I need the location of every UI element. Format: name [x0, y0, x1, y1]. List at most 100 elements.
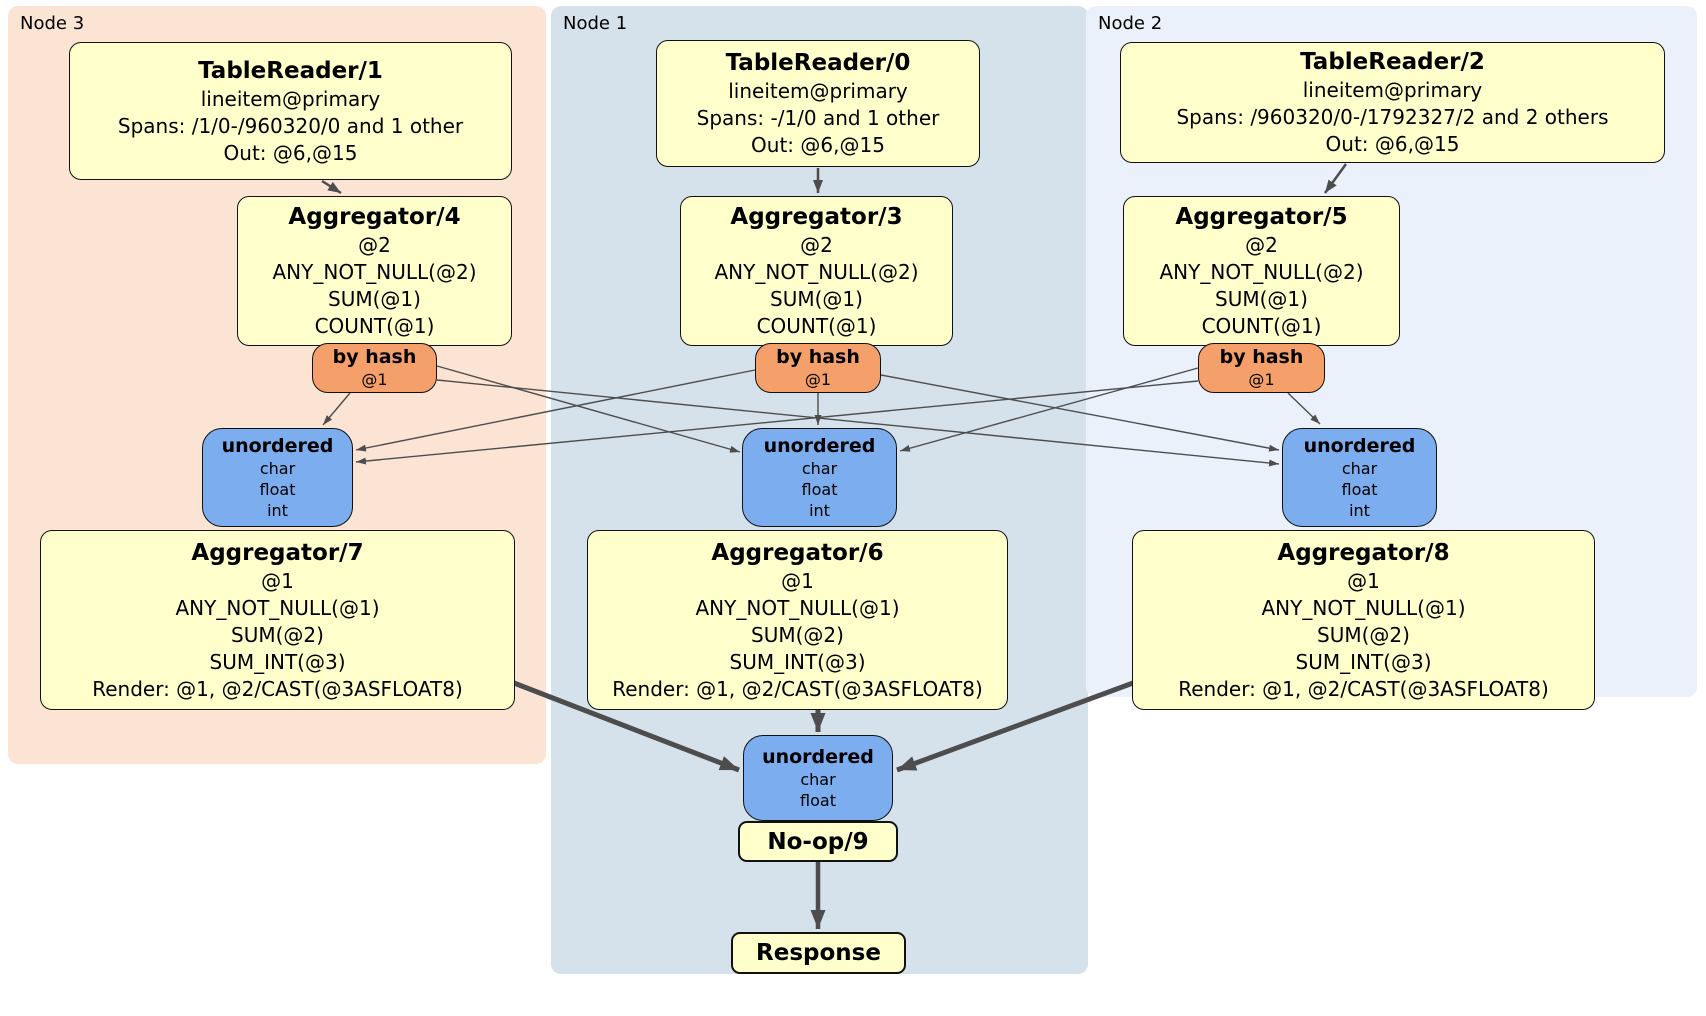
processor-detail: SUM_INT(@3)	[209, 649, 346, 674]
processor-detail: @1	[261, 568, 294, 593]
edge-aggregator7-to-final-unordered	[513, 680, 740, 773]
edge-hash1-to-unordered2	[880, 374, 1280, 452]
processor-title: Aggregator/6	[711, 539, 884, 566]
processor-aggregator-6: Aggregator/6 @1 ANY_NOT_NULL(@1) SUM(@2)…	[587, 530, 1008, 710]
processor-detail: COUNT(@1)	[1201, 314, 1322, 338]
sync-column: int	[809, 500, 830, 520]
processor-detail: @2	[1245, 233, 1278, 257]
processor-title: Aggregator/8	[1277, 539, 1450, 566]
processor-detail: SUM_INT(@3)	[1295, 649, 1432, 674]
processor-detail: Out: @6,@15	[751, 133, 885, 157]
edge-tablereader1-to-aggregator4	[321, 179, 342, 195]
sync-unordered-node2: unordered char float int	[1282, 428, 1437, 527]
sync-column: char	[1341, 458, 1378, 478]
processor-detail: ANY_NOT_NULL(@2)	[272, 260, 477, 284]
processor-detail: ANY_NOT_NULL(@2)	[1159, 260, 1364, 284]
sync-column: float	[259, 479, 296, 499]
edge-hash3-to-unordered3	[322, 392, 351, 426]
processor-aggregator-8: Aggregator/8 @1 ANY_NOT_NULL(@1) SUM(@2)…	[1132, 530, 1595, 710]
processor-aggregator-5: Aggregator/5 @2 ANY_NOT_NULL(@2) SUM(@1)…	[1123, 196, 1400, 346]
sync-title: unordered	[763, 434, 876, 457]
processor-detail: @1	[1347, 568, 1380, 593]
sync-title: unordered	[221, 434, 334, 457]
edge-hash2-to-unordered1	[899, 367, 1199, 452]
processor-detail: SUM(@2)	[751, 622, 844, 647]
sync-title: unordered	[762, 745, 874, 768]
processor-detail: SUM(@2)	[231, 622, 324, 647]
sync-column: float	[801, 479, 838, 499]
processor-detail: ANY_NOT_NULL(@1)	[695, 595, 900, 620]
processor-detail: lineitem@primary	[200, 86, 381, 111]
sync-column: char	[259, 458, 296, 478]
processor-detail: Spans: /960320/0-/1792327/2 and 2 others	[1176, 105, 1609, 129]
processor-title: Aggregator/5	[1175, 204, 1348, 230]
edge-aggregator8-to-final-unordered	[896, 680, 1134, 773]
processor-detail: lineitem@primary	[728, 79, 908, 103]
sync-column: float	[800, 790, 836, 810]
node-1-label: Node 1	[563, 13, 628, 34]
router-detail: @1	[361, 370, 388, 389]
processor-title: No-op/9	[767, 828, 869, 855]
router-by-hash-node3: by hash @1	[312, 343, 437, 393]
processor-title: TableReader/0	[725, 50, 911, 76]
node-2-label: Node 2	[1098, 13, 1163, 34]
processor-tablereader-2: TableReader/2 lineitem@primary Spans: /9…	[1120, 42, 1665, 163]
processor-detail: @2	[800, 233, 833, 257]
sync-column: float	[1341, 479, 1378, 499]
edge-hash2-to-unordered3	[355, 380, 1199, 465]
router-by-hash-node1: by hash @1	[755, 343, 881, 393]
processor-detail: Spans: -/1/0 and 1 other	[696, 106, 940, 130]
sync-column: char	[800, 769, 836, 789]
processor-title: TableReader/1	[198, 57, 383, 84]
processor-detail: ANY_NOT_NULL(@1)	[1261, 595, 1466, 620]
processor-detail: @1	[781, 568, 814, 593]
processor-tablereader-0: TableReader/0 lineitem@primary Spans: -/…	[656, 40, 980, 167]
response-title: Response	[756, 940, 881, 966]
processor-detail: lineitem@primary	[1302, 78, 1483, 102]
processor-aggregator-7: Aggregator/7 @1 ANY_NOT_NULL(@1) SUM(@2)…	[40, 530, 515, 710]
processor-detail: SUM(@2)	[1317, 622, 1410, 647]
sync-column: int	[267, 500, 288, 520]
edge-hash3-to-unordered1	[436, 365, 741, 453]
processor-aggregator-3: Aggregator/3 @2 ANY_NOT_NULL(@2) SUM(@1)…	[680, 196, 953, 346]
edge-hash3-to-unordered2	[436, 379, 1280, 467]
router-detail: @1	[1248, 370, 1275, 389]
node-3-label: Node 3	[20, 13, 85, 34]
response-box: Response	[731, 932, 906, 974]
processor-title: Aggregator/7	[191, 539, 364, 566]
processor-detail: COUNT(@1)	[756, 314, 877, 338]
router-by-hash-node2: by hash @1	[1198, 343, 1325, 393]
processor-title: TableReader/2	[1300, 49, 1485, 75]
router-title: by hash	[332, 346, 417, 368]
processor-detail: COUNT(@1)	[314, 314, 435, 338]
processor-detail: Out: @6,@15	[223, 140, 358, 165]
sync-column: int	[1349, 500, 1370, 520]
processor-detail: Out: @6,@15	[1325, 132, 1460, 156]
processor-detail: Render: @1, @2/CAST(@3ASFLOAT8)	[1178, 676, 1549, 701]
processor-aggregator-4: Aggregator/4 @2 ANY_NOT_NULL(@2) SUM(@1)…	[237, 196, 512, 346]
processor-detail: SUM(@1)	[770, 287, 863, 311]
edge-tablereader2-to-aggregator5	[1323, 163, 1348, 194]
sync-title: unordered	[1303, 434, 1416, 457]
edge-hash2-to-unordered2	[1287, 392, 1321, 425]
processor-detail: ANY_NOT_NULL(@2)	[714, 260, 919, 284]
processor-detail: Render: @1, @2/CAST(@3ASFLOAT8)	[612, 676, 983, 701]
processor-detail: SUM(@1)	[1215, 287, 1308, 311]
processor-detail: @2	[358, 233, 391, 257]
processor-tablereader-1: TableReader/1 lineitem@primary Spans: /1…	[69, 42, 512, 180]
router-detail: @1	[804, 370, 832, 389]
processor-detail: Render: @1, @2/CAST(@3ASFLOAT8)	[92, 676, 463, 701]
router-title: by hash	[776, 346, 860, 368]
sync-column: char	[801, 458, 838, 478]
edge-hash1-to-unordered3	[355, 369, 756, 452]
processor-detail: SUM_INT(@3)	[729, 649, 866, 674]
processor-title: Aggregator/3	[730, 204, 903, 230]
processor-noop-9: No-op/9	[738, 821, 898, 862]
sync-unordered-final: unordered char float	[743, 735, 893, 821]
processor-detail: SUM(@1)	[328, 287, 421, 311]
router-title: by hash	[1219, 346, 1304, 368]
processor-detail: ANY_NOT_NULL(@1)	[175, 595, 380, 620]
processor-detail: Spans: /1/0-/960320/0 and 1 other	[117, 113, 464, 138]
